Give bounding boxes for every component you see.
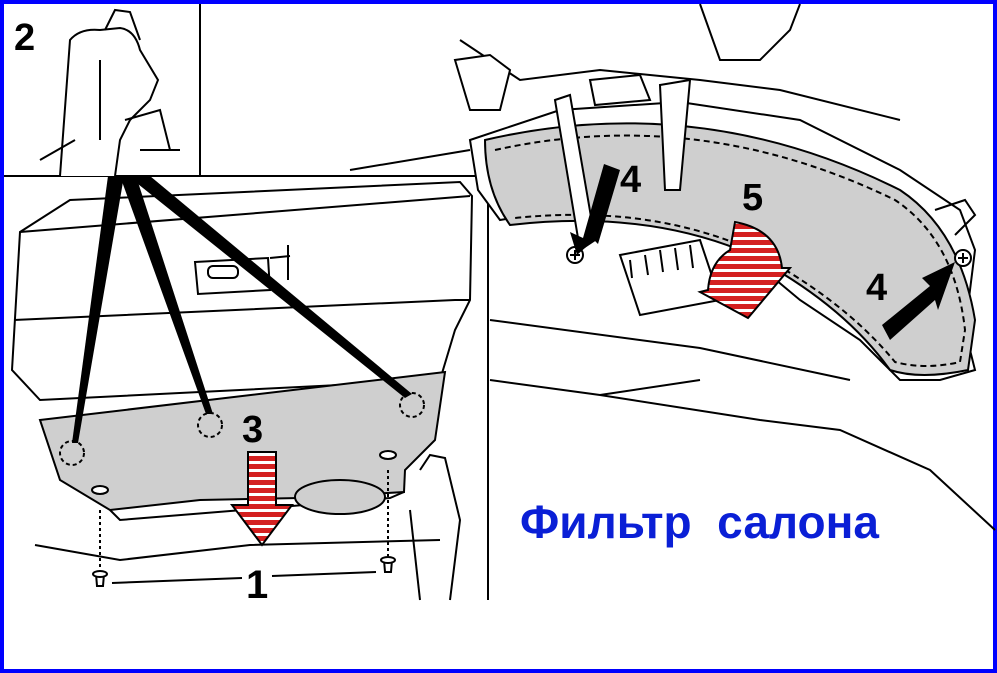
caption-cabin-filter: Фильтр салона	[520, 496, 879, 548]
screw-left	[92, 570, 108, 587]
label-4-right: 4	[866, 267, 887, 309]
arrows-screw	[570, 164, 955, 340]
label-4-left: 4	[620, 159, 641, 201]
vent-grille	[618, 238, 722, 317]
label-5: 5	[742, 177, 763, 219]
screw-right	[380, 556, 396, 573]
arrow-pull-down	[230, 451, 294, 547]
strap-middle	[658, 78, 692, 191]
arrow-remove-filter	[697, 220, 793, 320]
label-2: 2	[14, 17, 35, 59]
round-cover	[294, 479, 386, 515]
leader-line-2	[120, 176, 213, 414]
label-1: 1	[246, 563, 268, 607]
label-3: 3	[242, 409, 263, 451]
screw-hole-left	[91, 485, 109, 495]
leader-line-3	[128, 176, 412, 398]
leader-lines	[72, 176, 412, 443]
arrow-screw-left	[570, 164, 620, 255]
clip-location-3	[399, 392, 425, 418]
screw-hole-right	[379, 450, 397, 460]
clip-location-1	[59, 440, 85, 466]
left-panel	[4, 4, 489, 601]
arrow-screw-right	[882, 262, 955, 340]
leader-line-1	[72, 176, 124, 443]
clip-detail	[59, 26, 160, 177]
